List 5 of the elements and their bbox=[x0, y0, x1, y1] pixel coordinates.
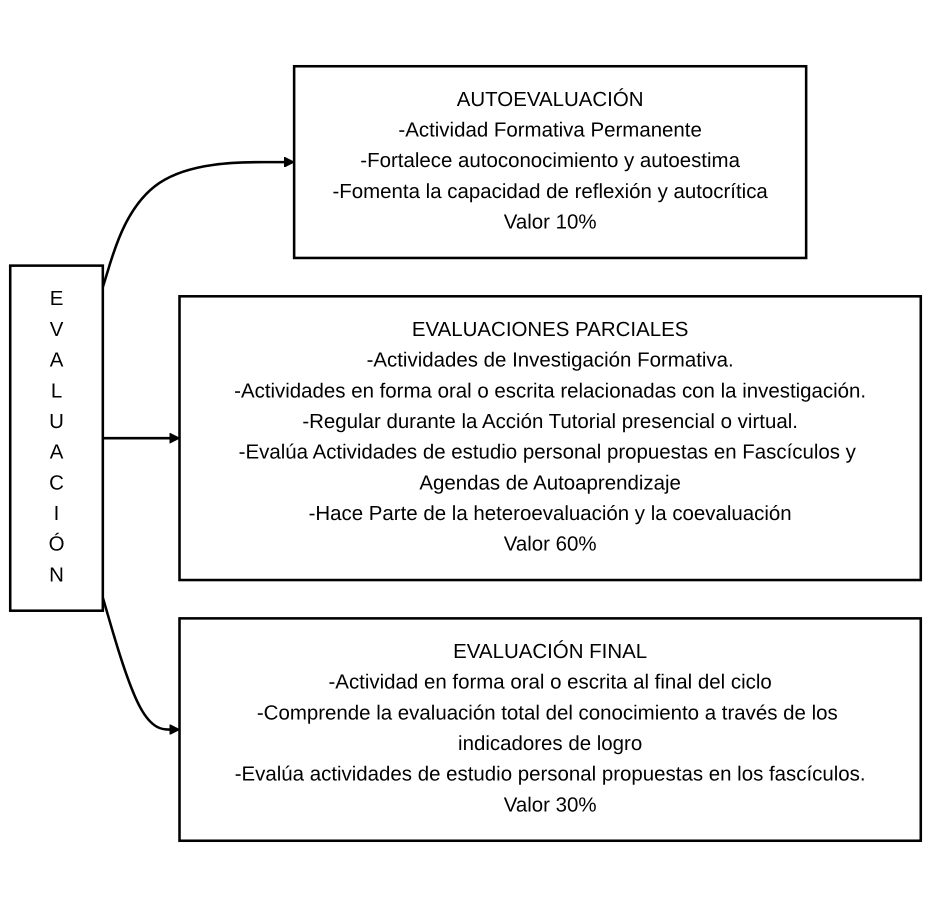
node-box bbox=[292, 64, 808, 260]
node-box bbox=[178, 617, 922, 842]
node-box bbox=[178, 295, 922, 582]
node-box bbox=[8, 264, 104, 612]
arrow bbox=[102, 432, 180, 444]
